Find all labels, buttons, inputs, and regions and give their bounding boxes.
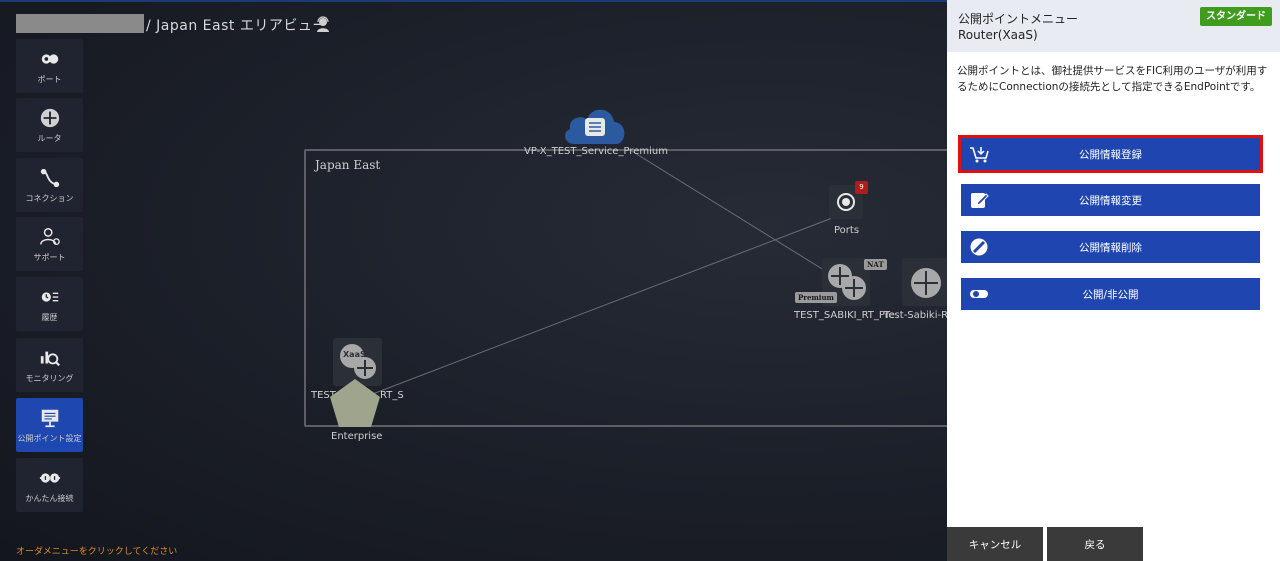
xaas-router-icon xyxy=(340,344,376,379)
router-icon xyxy=(828,264,866,300)
edit-public-info-button[interactable]: 公開情報変更 xyxy=(961,184,1260,216)
sidebar-item-label: かんたん接続 xyxy=(25,493,74,503)
premium-tag: Premium xyxy=(795,292,837,303)
ports-node-label: Ports xyxy=(834,225,860,236)
history-icon xyxy=(41,291,58,302)
enterprise-label: Enterprise xyxy=(331,431,383,442)
menu-button-label: 公開情報変更 xyxy=(1079,194,1142,207)
region-label: Japan East xyxy=(315,158,381,172)
monitoring-icon xyxy=(40,351,60,366)
sidebar-item-label: ルータ xyxy=(37,133,62,143)
public-point-icon xyxy=(41,409,58,427)
sidebar-item-history[interactable]: 履歴 xyxy=(16,277,83,331)
sidebar-item-label: 履歴 xyxy=(41,312,58,322)
sidebar-item-label: 公開ポイント設定 xyxy=(17,433,82,443)
edit-icon xyxy=(971,193,989,208)
redacted-breadcrumb xyxy=(16,14,144,33)
sidebar-item-port[interactable]: ポート xyxy=(16,39,83,93)
panel-title: 公開ポイントメニュー xyxy=(958,12,1079,26)
ports-count-badge: 9 xyxy=(855,181,868,194)
delete-circle-icon xyxy=(970,238,988,256)
xaas-label-tail: RT_S xyxy=(380,390,404,401)
toggle-icon xyxy=(970,290,988,298)
port-circle-icon xyxy=(837,193,855,211)
plan-badge: スタンダード xyxy=(1200,7,1272,26)
router-icon xyxy=(40,108,59,127)
publish-toggle-button[interactable]: 公開/非公開 xyxy=(961,278,1260,310)
support-icon xyxy=(39,227,60,245)
xaas-text: XaaS xyxy=(343,350,366,359)
public-point-menu-panel: 公開ポイントメニュー Router(XaaS) スタンダード 公開ポイントとは、… xyxy=(947,0,1280,561)
top-accent-line xyxy=(0,0,947,2)
cart-add-icon xyxy=(970,147,989,163)
delete-public-info-button[interactable]: 公開情報削除 xyxy=(961,231,1260,263)
support-agent-icon[interactable] xyxy=(315,16,331,32)
router2-label: Test-Sabiki-Ro xyxy=(884,310,947,321)
cloud-service-icon[interactable] xyxy=(562,102,628,146)
sidebar-item-label: ポート xyxy=(37,74,62,84)
cancel-button[interactable]: キャンセル xyxy=(947,527,1043,561)
sidebar-item-public-point[interactable]: 公開ポイント設定 xyxy=(16,398,83,452)
back-button[interactable]: 戻る xyxy=(1047,527,1143,561)
sidebar-item-router[interactable]: ルータ xyxy=(16,98,83,152)
page-title: / Japan East エリアビュー xyxy=(146,18,327,34)
router1-label: TEST_SABIKI_RT_Pre xyxy=(794,310,895,321)
enterprise-pentagon-icon[interactable] xyxy=(329,378,381,428)
sidebar-item-monitoring[interactable]: モニタリング xyxy=(16,338,83,392)
xaas-label-head: TEST xyxy=(311,390,336,401)
port-icon xyxy=(41,53,58,64)
sidebar-item-easy-connect[interactable]: かんたん接続 xyxy=(16,458,83,512)
easy-connect-icon xyxy=(39,472,60,483)
connection-icon xyxy=(40,168,59,187)
cloud-node-label: VP-X_TEST_Service_Premium xyxy=(524,146,668,157)
sidebar-item-connection[interactable]: コネクション xyxy=(16,158,83,212)
sidebar-item-support[interactable]: サポート xyxy=(16,217,83,271)
sidebar-item-label: サポート xyxy=(33,252,66,262)
nat-tag: NAT xyxy=(864,259,887,270)
sidebar-item-label: コネクション xyxy=(25,193,74,203)
panel-description: 公開ポイントとは、御社提供サービスをFIC利用のユーザが利用するためにConne… xyxy=(957,65,1268,93)
router-icon xyxy=(911,268,941,298)
menu-button-label: 公開/非公開 xyxy=(1082,288,1139,301)
sidebar-item-label: モニタリング xyxy=(25,373,74,383)
order-menu-hint: オーダメニューをクリックしてください xyxy=(16,547,178,557)
menu-button-label: 公開情報登録 xyxy=(1079,148,1142,161)
menu-button-label: 公開情報削除 xyxy=(1079,241,1142,254)
panel-subtitle: Router(XaaS) xyxy=(958,28,1038,42)
register-public-info-button[interactable]: 公開情報登録 xyxy=(958,135,1263,173)
